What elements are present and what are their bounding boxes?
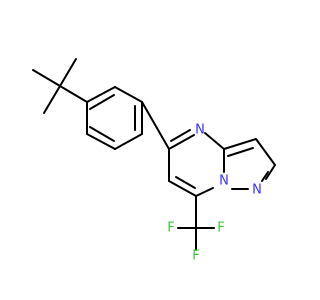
tert-butyl-group: [32, 58, 88, 114]
bond: [32, 69, 61, 87]
atom-label-n-pyrimidine: N: [195, 123, 205, 138]
bond: [89, 94, 115, 110]
fluorine-label: F: [217, 221, 224, 236]
atom-label-f-right: F: [217, 221, 224, 236]
bond: [204, 132, 225, 150]
bond: [223, 138, 257, 150]
benzene-ring: [86, 86, 143, 150]
bond: [261, 171, 269, 182]
bond: [168, 134, 195, 150]
atom-label-n-pyrazole: N: [252, 183, 262, 198]
bond: [175, 176, 196, 189]
fluorine-label: F: [167, 221, 174, 236]
atom-label-n-bridgehead: N: [219, 174, 229, 189]
bond: [265, 164, 276, 180]
nitrogen-label: N: [195, 123, 205, 138]
bond: [89, 126, 115, 142]
bond: [141, 101, 170, 150]
atom-label-f-top: F: [192, 249, 199, 264]
bond: [255, 138, 276, 166]
molecule-structure: N N N F F F: [32, 58, 276, 264]
pyrimidine-ring: [168, 129, 225, 197]
bond: [43, 85, 61, 114]
bond: [59, 58, 77, 87]
bond: [114, 133, 143, 150]
bond: [114, 86, 143, 103]
bond: [86, 133, 116, 150]
bond: [227, 147, 254, 157]
bond: [168, 180, 197, 197]
trifluoromethyl-group: [177, 195, 215, 251]
pyrazole-ring: [223, 138, 276, 190]
nitrogen-label: N: [252, 183, 262, 198]
bond: [170, 129, 191, 142]
nitrogen-label: N: [219, 174, 229, 189]
bond: [86, 86, 116, 103]
fluorine-label: F: [192, 249, 199, 264]
bond: [195, 187, 214, 197]
atom-label-f-left: F: [167, 221, 174, 236]
bond: [59, 85, 88, 103]
